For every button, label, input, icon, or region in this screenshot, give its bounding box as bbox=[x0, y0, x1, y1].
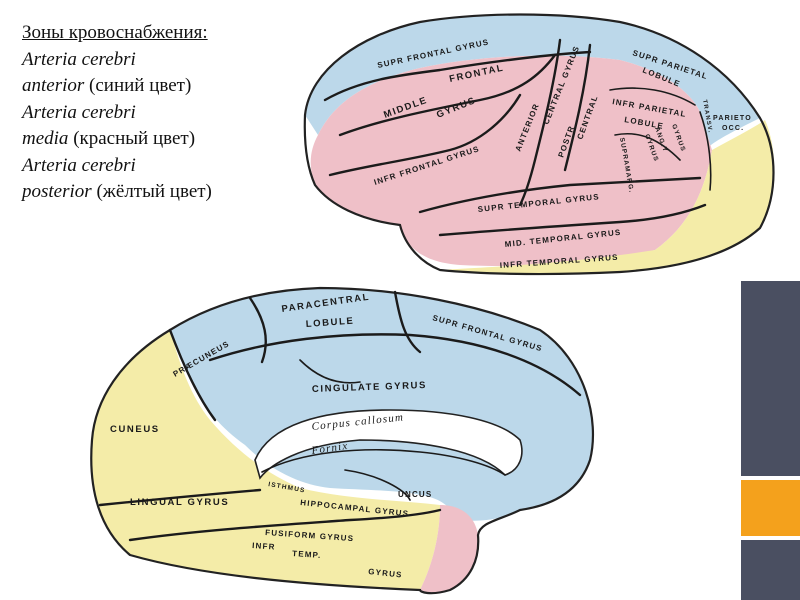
caption-line-6: posterior (жёлтый цвет) bbox=[22, 181, 212, 202]
label-cingulate-gyrus: CINGULATE GYRUS bbox=[312, 380, 427, 395]
caption-title: Зоны кровоснабжения: bbox=[22, 22, 208, 43]
label-occ: OCC. bbox=[722, 125, 744, 132]
label-cuneus: CUNEUS bbox=[110, 424, 160, 435]
caption: Зоны кровоснабжения: Arteria cerebri ant… bbox=[22, 20, 322, 206]
medial-posterior-region bbox=[91, 330, 441, 590]
label-fornix: Fornix bbox=[310, 440, 349, 457]
label-uncus: UNCUS bbox=[398, 490, 432, 499]
label-transv: TRANSV. bbox=[701, 99, 713, 134]
fornix-line bbox=[261, 448, 506, 476]
label-infr: INFR bbox=[252, 541, 276, 552]
lateral-anterior-region bbox=[305, 14, 760, 150]
lateral-media-region bbox=[310, 55, 712, 267]
lateral-posterior-region bbox=[440, 120, 775, 275]
caption-line-3: Arteria cerebri bbox=[22, 101, 136, 123]
fornix-curve bbox=[344, 469, 411, 501]
caption-line-4: media (красный цвет) bbox=[22, 128, 196, 149]
label-lingual-gyrus: LINGUAL GYRUS bbox=[130, 497, 229, 508]
label-paracentral-lobule: LOBULE bbox=[305, 316, 354, 330]
lateral-outline bbox=[303, 13, 775, 276]
lateral-sulci bbox=[323, 38, 712, 237]
medial-media-region bbox=[420, 505, 479, 594]
decor-bar-dark bbox=[741, 281, 800, 476]
medial-outline bbox=[90, 286, 594, 595]
label-temp: TEMP. bbox=[292, 549, 322, 560]
caption-line-5: Arteria cerebri bbox=[22, 154, 136, 176]
label-medial-gyrus: GYRUS bbox=[368, 567, 403, 580]
medial-sulci bbox=[98, 290, 582, 542]
caption-line-1: Arteria cerebri bbox=[22, 48, 136, 70]
corpus-callosum-shape bbox=[254, 409, 523, 480]
decor-bar-dark-bottom bbox=[741, 540, 800, 600]
caption-line-2: anterior (синий цвет) bbox=[22, 75, 192, 96]
decor-bar-orange bbox=[741, 480, 800, 536]
label-parieto: PARIETO bbox=[713, 115, 752, 122]
